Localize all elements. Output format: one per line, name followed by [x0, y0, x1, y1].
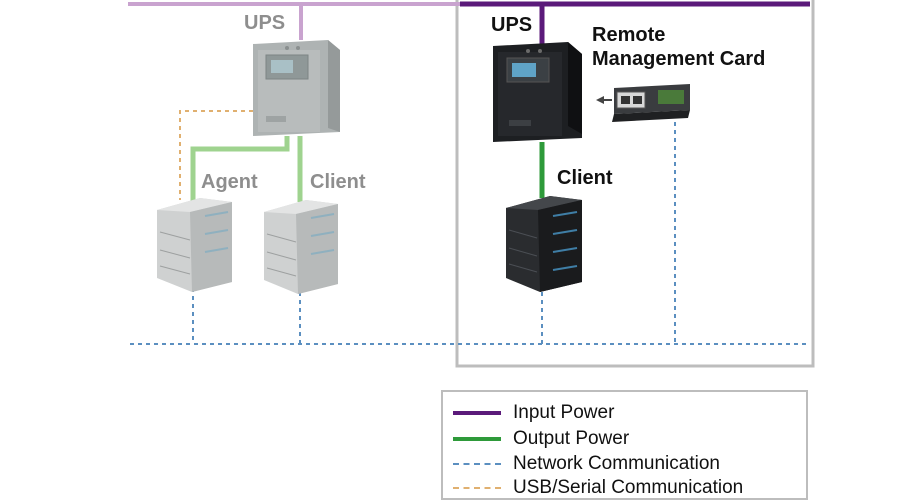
network-swatch [453, 463, 501, 465]
output-power-to-agent [190, 136, 290, 202]
right-setup-frame [455, 0, 815, 368]
ups-left-label: UPS [244, 12, 286, 34]
agent-label: Agent [201, 171, 258, 193]
legend-item-usb-serial: USB/Serial Communication [453, 475, 743, 501]
legend-label: Network Communication [513, 453, 720, 474]
legend: Input Power Output Power Network Communi… [441, 390, 808, 500]
ups-left-device [253, 40, 340, 136]
legend-item-network: Network Communication [453, 451, 720, 477]
rmc-label-line2: Management Card [592, 48, 766, 70]
remote-management-card-device [596, 84, 690, 122]
rmc-label-line1: Remote [592, 24, 666, 46]
legend-label: USB/Serial Communication [513, 477, 744, 498]
ups-right-label: UPS [491, 14, 533, 36]
client-right-server-device [506, 196, 582, 292]
legend-item-input-power: Input Power [453, 400, 614, 426]
ups-right-device [493, 42, 582, 142]
client-left-label: Client [310, 171, 366, 193]
legend-label: Input Power [513, 402, 615, 423]
input-power-swatch [453, 411, 501, 415]
legend-item-output-power: Output Power [453, 426, 629, 452]
output-power-swatch [453, 437, 501, 441]
agent-server-device [157, 198, 232, 292]
client-left-server-device [264, 200, 338, 294]
legend-label: Output Power [513, 428, 630, 449]
client-right-label: Client [557, 167, 613, 189]
usb-serial-line [179, 110, 253, 200]
usb-serial-swatch [453, 487, 501, 489]
